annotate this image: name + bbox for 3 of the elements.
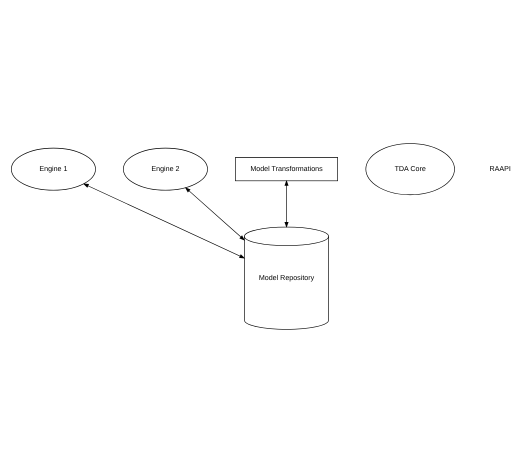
arrow (184, 187, 246, 241)
arrow (284, 180, 289, 228)
arrow (82, 183, 246, 258)
